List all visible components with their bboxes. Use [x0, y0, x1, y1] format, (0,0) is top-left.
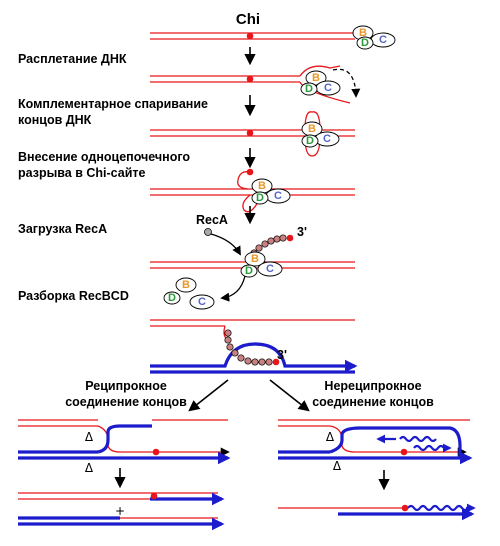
- recbcd-complex: B C D: [300, 70, 341, 96]
- nonreciprocal-product: [278, 503, 476, 521]
- step-label-nicking-line1: Внесение одноцепочечного: [18, 150, 190, 164]
- svg-text:D: D: [245, 265, 253, 277]
- reca-monomer: [204, 228, 212, 236]
- three-prime-label-invasion: 3': [277, 348, 287, 362]
- reciprocal-label-line1: Реципрокное: [85, 379, 167, 393]
- svg-text:D: D: [168, 292, 176, 304]
- stage-reca-loading: RecA 3' B C D: [150, 213, 355, 278]
- stage-unwinding-dna: B C D: [150, 65, 361, 104]
- replication-squiggle-result: [407, 504, 469, 512]
- svg-text:B: B: [251, 253, 259, 265]
- stage-strand-invasion: 3': [150, 319, 358, 374]
- svg-text:C: C: [266, 263, 274, 275]
- cut-mark-upper-right: Δ: [326, 430, 335, 444]
- reca-loading-arrow: [210, 233, 241, 256]
- svg-text:D: D: [306, 135, 314, 147]
- recbcd-complex: B C D: [251, 178, 291, 205]
- disassembly-arrow: [220, 275, 246, 302]
- svg-text:B: B: [308, 123, 316, 135]
- svg-text:D: D: [256, 192, 264, 204]
- stage-pairing-dna: B C D: [150, 111, 355, 157]
- recbcd-complex: B C D: [240, 251, 283, 278]
- stage-disassembly: B C D: [163, 275, 246, 310]
- branch-arrow-nonreciprocal: [269, 379, 310, 412]
- reca-label: RecA: [196, 213, 228, 227]
- cut-mark-lower-right: Δ: [333, 459, 342, 473]
- replication-squiggle-upper: [399, 435, 437, 443]
- step-label-pairing-line1: Комплементарное спаривание: [18, 97, 208, 111]
- stage-nicking-dna: B C D: [150, 168, 355, 213]
- recbcd-complex: B C D: [301, 121, 340, 148]
- step-label-disassembly: Разборка RecBCD: [18, 289, 129, 303]
- svg-text:B: B: [359, 27, 367, 39]
- chi-site-dot: [286, 234, 294, 242]
- svg-text:C: C: [324, 82, 332, 94]
- reciprocal-products: +: [18, 492, 225, 531]
- chi-title: Chi: [236, 11, 260, 28]
- step-label-nicking-line2: разрыва в Chi-сайте: [18, 166, 146, 180]
- svg-text:C: C: [379, 34, 387, 46]
- chi-site-dot: [246, 32, 254, 40]
- reca-filament: [224, 329, 280, 366]
- svg-text:D: D: [305, 83, 313, 95]
- chi-site-dot: [246, 129, 254, 137]
- svg-text:C: C: [274, 190, 282, 202]
- svg-text:C: C: [198, 296, 206, 308]
- chi-site-dot: [150, 492, 158, 500]
- step-label-pairing-line2: концов ДНК: [18, 113, 92, 127]
- replication-squiggle-lower: [413, 444, 445, 452]
- nonreciprocal-label-line1: Нереципрокное: [324, 379, 421, 393]
- nonreciprocal-branch-duplex: Δ Δ: [278, 419, 473, 473]
- reciprocal-label-line2: соединение концов: [65, 395, 187, 409]
- cut-mark-upper: Δ: [85, 430, 94, 444]
- loop-direction-arrow: [332, 68, 361, 98]
- step-label-loading: Загрузка RecA: [18, 222, 107, 236]
- invaded-strand-bulge: [150, 342, 358, 373]
- recbcd-complex: B C D: [352, 25, 396, 50]
- cut-mark-lower: Δ: [85, 461, 94, 475]
- stage-initial-dna: B C D: [150, 25, 396, 50]
- svg-text:B: B: [258, 180, 266, 192]
- branch-arrow-reciprocal: [188, 379, 229, 412]
- plus-mark: +: [115, 504, 125, 518]
- chi-site-dot: [272, 358, 280, 366]
- svg-text:D: D: [361, 37, 369, 49]
- svg-text:C: C: [323, 133, 331, 145]
- nonreciprocal-label-line2: соединение концов: [312, 395, 434, 409]
- reciprocal-branch-duplex: Δ Δ: [18, 419, 231, 475]
- three-prime-label: 3': [297, 225, 307, 239]
- chi-site-dot: [400, 448, 408, 456]
- chi-site-dot: [152, 448, 160, 456]
- chi-site-dot: [401, 504, 409, 512]
- svg-text:B: B: [182, 279, 190, 291]
- svg-text:B: B: [312, 72, 320, 84]
- step-label-unwinding: Расплетание ДНК: [18, 52, 127, 66]
- chi-site-dot: [246, 75, 254, 83]
- chi-site-dot: [246, 168, 254, 176]
